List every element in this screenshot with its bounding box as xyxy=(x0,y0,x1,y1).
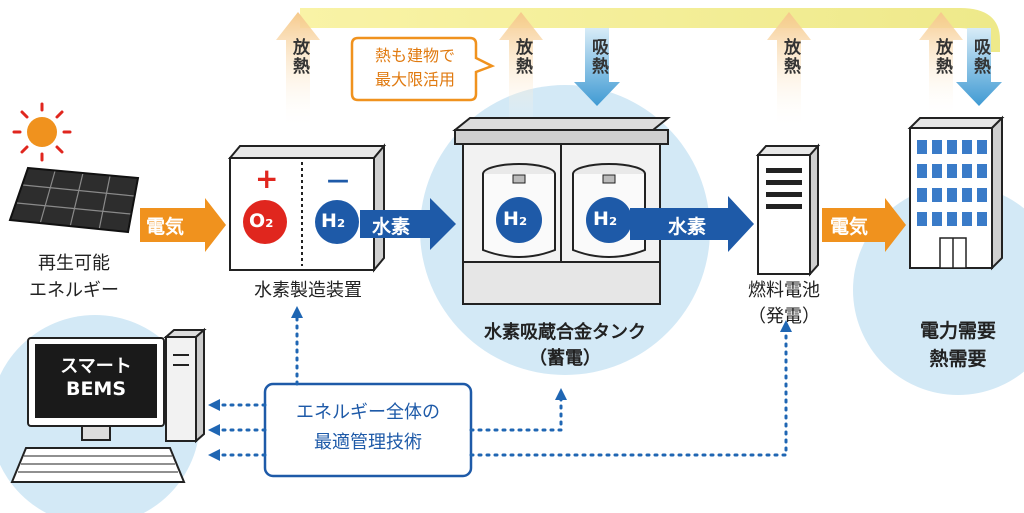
electricity-arrow-1 xyxy=(140,198,226,252)
electricity-label-1: 電気 xyxy=(146,216,185,238)
h2-symbol-tank-2: H₂ xyxy=(593,208,618,230)
demand-label-power: 電力需要 xyxy=(919,320,996,342)
tank-label: 水素吸蔵合金タンク xyxy=(484,322,646,343)
heat-note-text: 熱も建物で 最大限活用 xyxy=(356,44,474,92)
electrolyzer-label: 水素製造装置 xyxy=(254,280,362,301)
sun-icon xyxy=(12,102,72,162)
building-icon xyxy=(907,115,1005,271)
heat-note-line2: 最大限活用 xyxy=(374,70,455,89)
bems-screen-line1: スマート xyxy=(60,356,132,377)
heat-absorb-arrows xyxy=(574,28,1002,106)
management-text-line2: 最適管理技術 xyxy=(314,432,422,453)
electricity-arrow-2 xyxy=(822,198,906,252)
hydrogen-tank-cabinet xyxy=(452,117,671,305)
renewable-energy-label: 再生可能 エネルギー xyxy=(29,253,119,301)
heat-absorb-label-2: 吸熱 xyxy=(970,38,990,76)
heat-absorb-label-1: 吸熱 xyxy=(588,38,608,76)
fuel-cell-tower xyxy=(755,143,821,277)
bems-computer-icon xyxy=(10,327,207,483)
control-arrowheads xyxy=(208,306,792,461)
h2-symbol-tank-1: H₂ xyxy=(503,208,528,230)
heat-note-bubble xyxy=(350,36,496,102)
solar-panel-icon xyxy=(8,166,140,234)
electrolyzer-box xyxy=(227,143,387,273)
plus-sign: + xyxy=(255,162,279,195)
electricity-label-2: 電気 xyxy=(830,216,869,238)
heat-release-label-2: 放熱 xyxy=(512,38,532,76)
heat-release-label-4: 放熱 xyxy=(932,38,952,76)
hydrogen-arrow-1 xyxy=(360,198,456,250)
heat-release-label-1: 放熱 xyxy=(289,38,309,76)
hydrogen-arrow-2 xyxy=(630,196,754,252)
bems-screen-line2: BEMS xyxy=(65,378,127,400)
fuel-cell-sublabel: （発電） xyxy=(748,306,820,327)
h2-symbol-electrolyzer: H₂ xyxy=(321,210,346,232)
demand-label-heat: 熱需要 xyxy=(929,348,987,370)
control-dotted-lines xyxy=(216,316,788,457)
heat-release-arrows xyxy=(276,12,963,130)
heat-note-line1: 熱も建物で xyxy=(374,46,455,65)
o2-symbol: O₂ xyxy=(249,210,274,232)
fuel-cell-label: 燃料電池 xyxy=(748,280,820,301)
hydrogen-label-1: 水素 xyxy=(372,216,411,238)
heat-flow-band xyxy=(300,8,1000,52)
management-text-line1: エネルギー全体の xyxy=(296,402,440,423)
tank-sublabel: （蓄電） xyxy=(529,348,601,369)
hydrogen-label-2: 水素 xyxy=(668,216,707,238)
minus-sign: － xyxy=(325,168,352,198)
heat-release-label-3: 放熱 xyxy=(780,38,800,76)
